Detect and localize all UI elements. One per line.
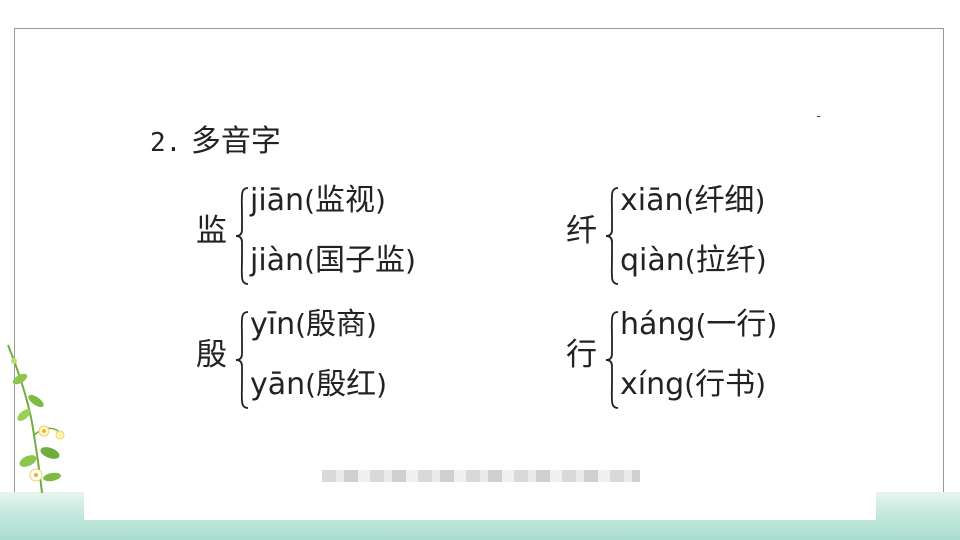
pinyin: jiàn [250,243,305,278]
flower-vine-icon [7,344,65,494]
reading-line: qiàn(拉纤) [620,243,767,278]
example-word: 行书 [695,367,756,402]
example-word: 殷红 [316,367,377,402]
brace-icon [235,311,249,409]
polyphone-char: 殷 [196,337,227,373]
pinyin: qiàn [620,243,685,278]
pinyin: jiān [250,183,305,218]
reading-line: jiàn(国子监) [250,243,416,278]
polyphone-char: 监 [196,213,227,249]
reading-line: yīn(殷商) [250,307,377,342]
pinyin: háng [620,307,696,342]
brace-icon [235,187,249,285]
reading-line: háng(一行) [620,307,778,342]
section-heading: 2. 多音字 [150,116,281,160]
heading-number: 2. [150,128,182,158]
pinyin: xiān [620,183,684,218]
polyphone-char: 行 [566,337,597,373]
reading-line: jiān(监视) [250,183,386,218]
brace-icon [605,311,619,409]
pinyin: xíng [620,367,685,402]
example-word: 纤细 [694,183,755,218]
bottom-white-card [84,482,876,520]
brace-icon [605,187,619,285]
reading-line: yān(殷红) [250,367,388,402]
polyphone-char: 纤 [566,213,597,249]
example-word: 监视 [315,183,376,218]
pinyin: yān [250,367,306,402]
speck-mark [817,116,820,117]
pinyin: yīn [250,307,296,342]
slide-frame [14,28,944,528]
example-word: 拉纤 [695,243,756,278]
example-word: 殷商 [306,307,367,342]
example-word: 一行 [706,307,767,342]
reading-line: xiān(纤细) [620,183,766,218]
heading-title: 多音字 [190,124,281,159]
example-word: 国子监 [315,243,406,278]
reading-line: xíng(行书) [620,367,767,402]
